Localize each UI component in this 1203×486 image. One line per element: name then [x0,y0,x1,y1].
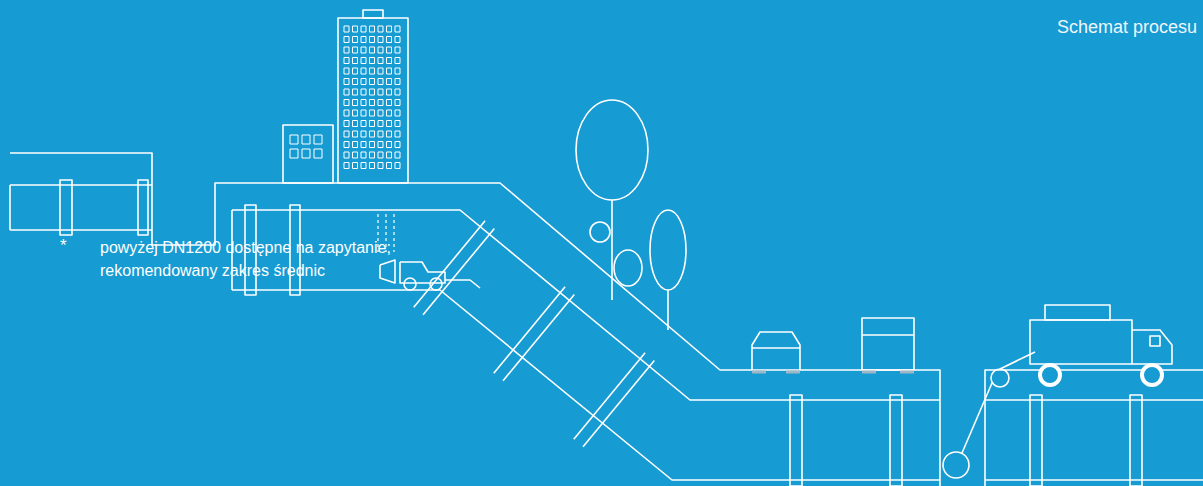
cable [962,383,992,453]
pipe [985,479,1203,481]
tyre [752,371,766,374]
tower-building [338,18,408,183]
truck-body [1030,320,1132,364]
footnote-text: powyżej DN1200 dostępne na zapytanie; re… [100,236,412,282]
ground-line [985,370,1203,486]
ground-line [10,153,940,486]
tree [650,210,686,290]
truck-cab [1132,330,1172,364]
line-art [10,10,1203,486]
bus [862,334,914,336]
bush [614,250,642,286]
pipe [9,185,11,230]
truck-wheel [1142,365,1162,385]
truck-window [1150,336,1160,346]
pipe-joint [890,395,902,486]
pipe [232,290,940,480]
robot-camera [380,260,395,283]
tree [590,222,610,242]
windows [290,26,400,169]
diagram-title: Schemat procesu [1057,17,1197,38]
pipe [10,184,152,186]
pipe [10,229,152,231]
tree-trunk [667,290,669,330]
pipe-joint [790,395,802,486]
pipe-joint [414,221,485,307]
pipe-joint [503,294,574,380]
tyre [786,371,800,374]
liner-coil [943,452,969,478]
truck-load [1045,305,1110,320]
car [752,332,800,370]
roof-box [363,10,383,18]
footnote-mark: * [60,236,67,256]
pipe [232,210,940,400]
tyre [900,371,914,374]
pipe-joint [583,360,654,446]
tree [576,100,648,200]
robot-wheel [404,278,416,290]
pipe-joint [1030,395,1042,486]
bus [862,318,914,370]
pipe [985,399,1203,401]
robot-cable [445,280,480,288]
tyre [862,371,876,374]
pipe-joint [60,180,72,235]
truck-wheel [1040,365,1060,385]
low-building [283,125,333,183]
pipe-joint [494,287,565,373]
pipe-joint [574,353,645,439]
car [752,347,800,349]
pipe-joint [1130,395,1142,486]
robot-wheel [430,278,442,290]
tree-trunk [611,200,613,300]
pipe-joint [138,180,148,235]
spray-line [393,214,394,252]
cable-reel [991,369,1009,387]
